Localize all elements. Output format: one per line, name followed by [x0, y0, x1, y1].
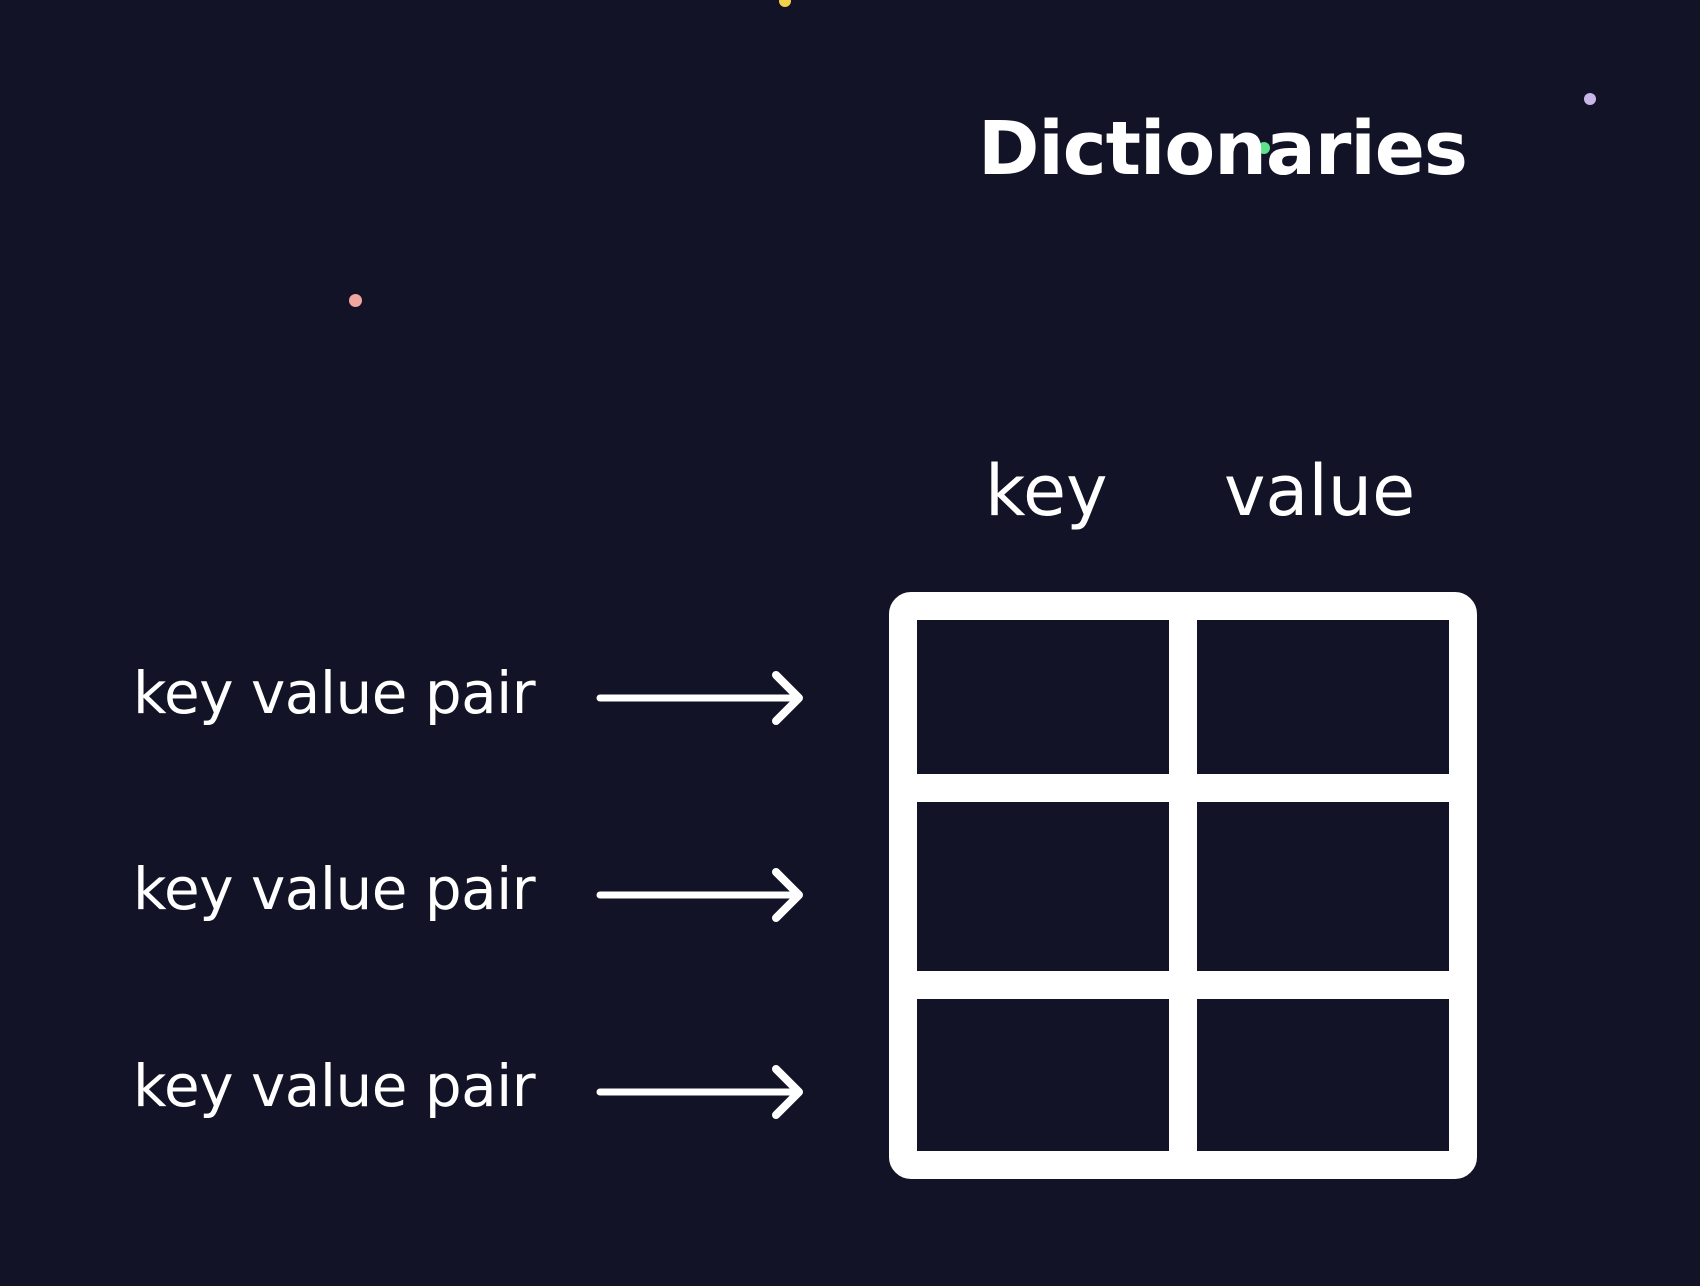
decorative-dot-lavender: [1584, 93, 1596, 105]
pair-label-3: key value pair: [133, 1052, 536, 1120]
decorative-dot-pink: [349, 294, 362, 307]
column-header-key: key: [985, 450, 1108, 532]
arrow-right-icon: [596, 671, 803, 725]
pair-label-2: key value pair: [133, 855, 536, 923]
decorative-dot-green: [1258, 142, 1270, 154]
arrow-right-icon: [596, 868, 803, 922]
pair-label-1: key value pair: [133, 659, 536, 727]
page-title: Dictionaries: [978, 106, 1468, 192]
decorative-dot-yellow: [779, 0, 791, 7]
arrow-right-icon: [596, 1065, 803, 1119]
column-header-value: value: [1224, 450, 1416, 532]
